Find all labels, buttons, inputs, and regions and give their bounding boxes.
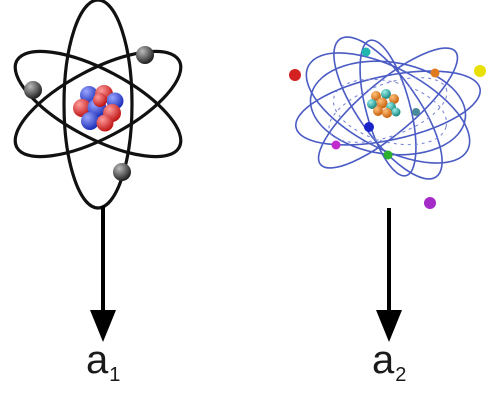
down-arrow-icon: [376, 208, 402, 342]
atom1-electron: [113, 163, 131, 181]
atom2-nucleus: [367, 89, 401, 118]
atom-icon-bohr: [13, 0, 183, 210]
atom1-electrons: [24, 46, 154, 181]
atom-label-subscript: 2: [395, 364, 407, 386]
atom2-orbit: [317, 47, 459, 169]
atom2-electron: [331, 140, 341, 150]
atom2-inner-orbits: [328, 77, 448, 146]
atom2-electron: [424, 197, 436, 209]
atom1-orbit-tilt-a: [13, 49, 183, 159]
atom-icon-colored: [289, 36, 486, 209]
atom2-orbit: [359, 39, 417, 177]
atom2-orbit: [333, 36, 443, 180]
atom2-electron: [412, 108, 420, 116]
atom2-orbits: [295, 36, 481, 180]
atom2-electron: [430, 68, 440, 78]
atom-label-subscript: 1: [109, 364, 121, 386]
atom2-electron: [474, 65, 486, 77]
atom1-orbit-tilt-b: [13, 49, 183, 159]
atom2-orbit: [295, 70, 481, 146]
atom-label-base: a: [86, 338, 109, 382]
atom-label-base: a: [372, 338, 395, 382]
atom1-nucleus: [73, 85, 124, 132]
atom1-orbit-vertical: [62, 0, 134, 210]
atom1-orbits: [13, 0, 183, 210]
atom1-electron: [24, 81, 42, 99]
atom2-orbit: [305, 52, 471, 164]
atom-label-a2: a2: [372, 338, 406, 385]
atom-label-a1: a1: [86, 338, 120, 385]
atom2-electron: [383, 150, 393, 160]
down-arrow-icon: [90, 206, 116, 342]
atom1-electron: [136, 46, 154, 64]
atom2-electron: [289, 69, 301, 81]
atom2-electrons: [289, 47, 486, 209]
atom2-electron: [361, 47, 371, 57]
atom2-electron: [364, 122, 374, 132]
